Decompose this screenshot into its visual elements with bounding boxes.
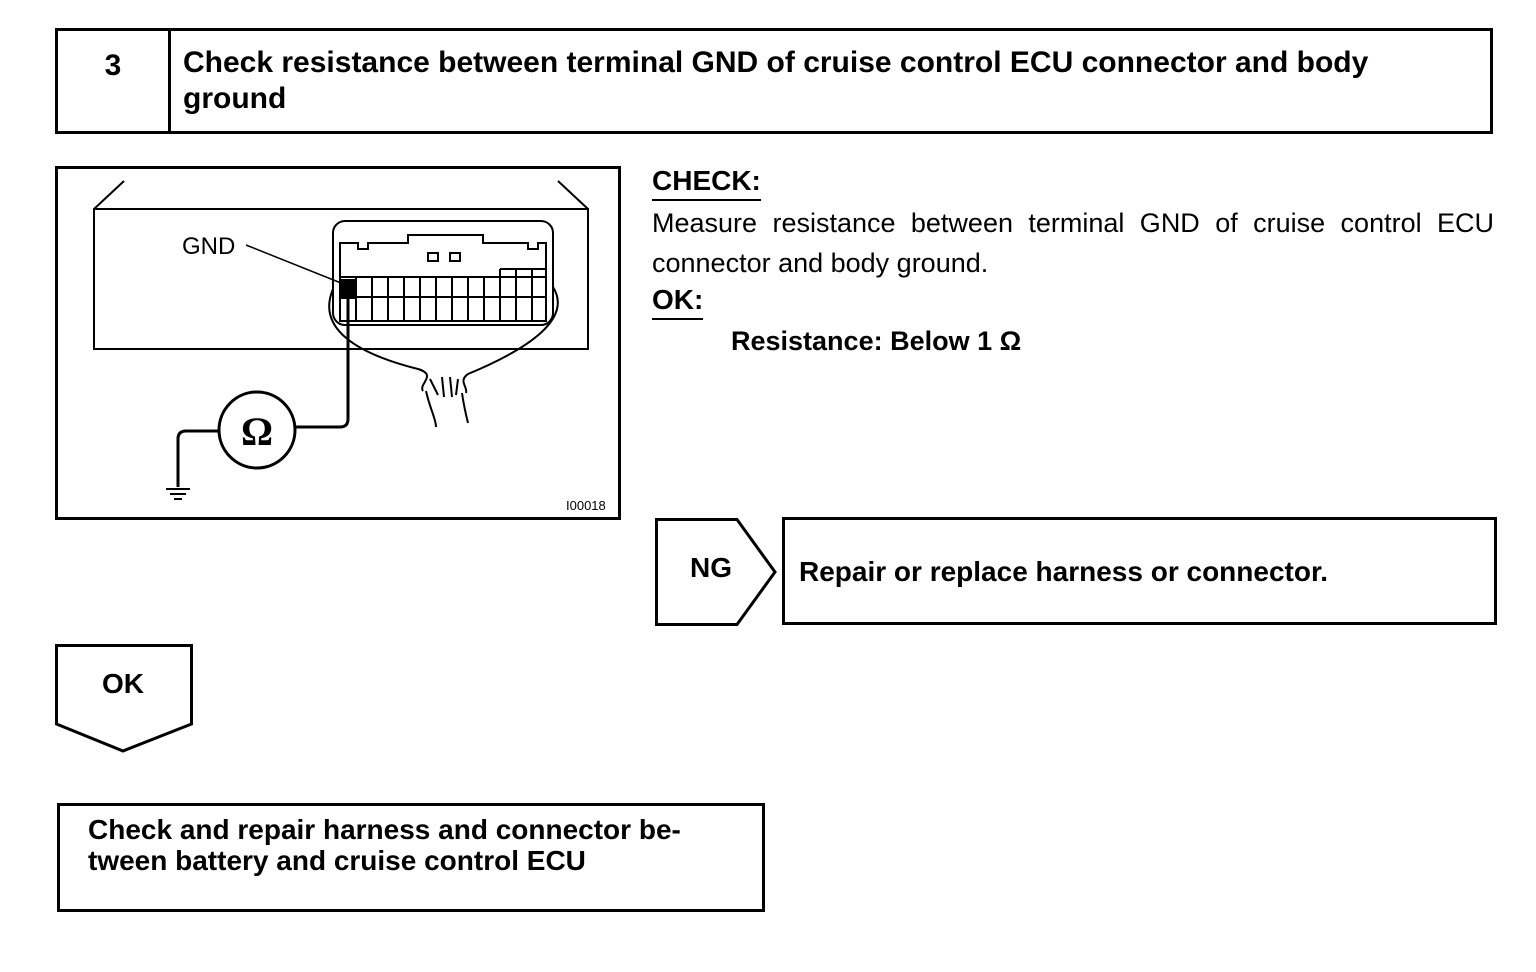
ng-action-box: Repair or replace harness or connector. xyxy=(782,517,1497,625)
check-heading: CHECK: xyxy=(652,164,761,201)
wire-harness-icon xyxy=(328,286,559,428)
ecu-connector-icon xyxy=(332,220,554,326)
check-body: Measure resistance between terminal GND … xyxy=(652,208,1494,278)
ecu-connector-diagram: Ω GND I00018 xyxy=(93,180,606,513)
ng-label: NG xyxy=(690,552,732,583)
ng-action: Repair or replace harness or connector. xyxy=(799,556,1329,587)
ground-symbol-icon xyxy=(166,488,190,500)
ng-arrow-icon xyxy=(655,518,777,626)
ok-arrow-icon xyxy=(55,644,193,753)
ok-heading: OK: xyxy=(652,283,704,320)
step-title: Check resistance between terminal GND of… xyxy=(183,46,1369,115)
ohmmeter-icon: Ω xyxy=(217,390,297,470)
ecu-body-outline xyxy=(93,180,589,350)
step-header: 3 Check resistance between terminal GND … xyxy=(55,28,1493,134)
gnd-label: GND xyxy=(182,233,235,260)
check-instructions: CHECK: Measure resistance between termin… xyxy=(652,164,1494,357)
meter-probe-wire xyxy=(176,289,350,487)
ok-label: OK xyxy=(102,668,144,699)
gnd-leader-line xyxy=(245,244,347,286)
figure-id: I00018 xyxy=(566,498,606,513)
next-step-box: Check and repair harness and connector b… xyxy=(57,803,765,912)
step-number: 3 xyxy=(58,31,171,131)
ok-spec: Resistance: Below 1 Ω xyxy=(731,326,1022,356)
meter-symbol: Ω xyxy=(241,409,273,454)
next-step-text: Check and repair harness and connector b… xyxy=(88,814,681,876)
wiring-figure: Ω GND I00018 xyxy=(55,166,621,520)
